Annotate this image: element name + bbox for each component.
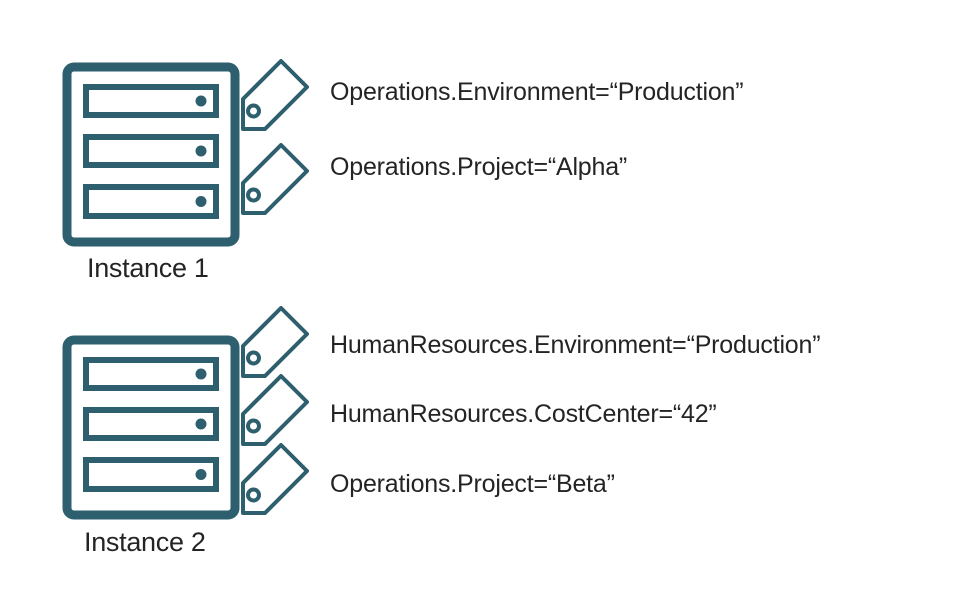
tag-text: Operations.Project=“Beta”	[330, 470, 615, 498]
tag-text: HumanResources.CostCenter=“42”	[330, 400, 717, 428]
instance-label: Instance 2	[84, 527, 206, 557]
tag-icon	[237, 143, 309, 215]
instance-label: Instance 1	[87, 253, 209, 283]
server-icon	[62, 335, 240, 520]
tag-text: Operations.Project=“Alpha”	[330, 153, 628, 181]
server-icon	[62, 62, 240, 247]
tag-text: HumanResources.Environment=“Production”	[330, 331, 821, 359]
tag-icon	[237, 443, 309, 515]
tag-text: Operations.Environment=“Production”	[330, 78, 744, 106]
tag-icon	[237, 306, 309, 378]
tag-icon	[237, 374, 309, 446]
tag-icon	[237, 59, 309, 131]
